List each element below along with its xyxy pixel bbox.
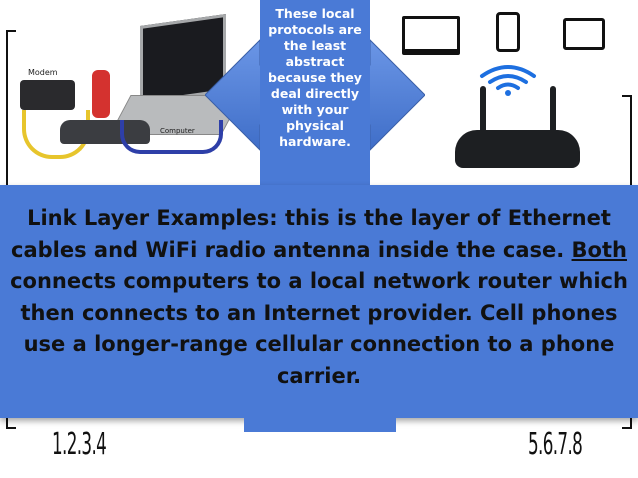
left-numbers: 1.2.3.4 [52, 427, 107, 462]
main-line-6: carrier. [276, 363, 362, 388]
wifi-icon [480, 65, 536, 96]
main-line-2-text: cables and WiFi radio antenna inside the… [11, 237, 572, 262]
computer-label: Computer [160, 127, 195, 135]
panel-stub [244, 418, 396, 432]
main-line-3: connects computers to a local network ro… [10, 269, 628, 293]
callout-text: These local protocols are the least abst… [268, 6, 362, 149]
main-line-2-underlined: Both [571, 237, 627, 262]
main-text-panel [0, 185, 638, 418]
cable-tester-image [92, 70, 110, 118]
main-line-2: cables and WiFi radio antenna inside the… [0, 235, 638, 267]
main-line-1: Link Layer Examples: this is the layer o… [27, 206, 611, 230]
modem-image [20, 80, 75, 110]
callout-box [260, 0, 370, 185]
router-antenna-right [550, 86, 556, 138]
phone-icon [496, 12, 520, 52]
router-image [455, 130, 580, 168]
blue-cable [120, 120, 223, 154]
laptop-icon [402, 16, 460, 55]
main-line-5: use a longer-range cellular connection t… [23, 332, 615, 356]
tablet-icon [563, 18, 605, 50]
modem-label: Modem [28, 68, 58, 77]
main-line-4: then connects to an Internet provider. C… [20, 300, 618, 325]
router-antenna-left [480, 86, 486, 138]
main-text: Link Layer Examples: this is the layer o… [0, 203, 638, 392]
right-numbers: 5.6.7.8 [528, 427, 583, 462]
